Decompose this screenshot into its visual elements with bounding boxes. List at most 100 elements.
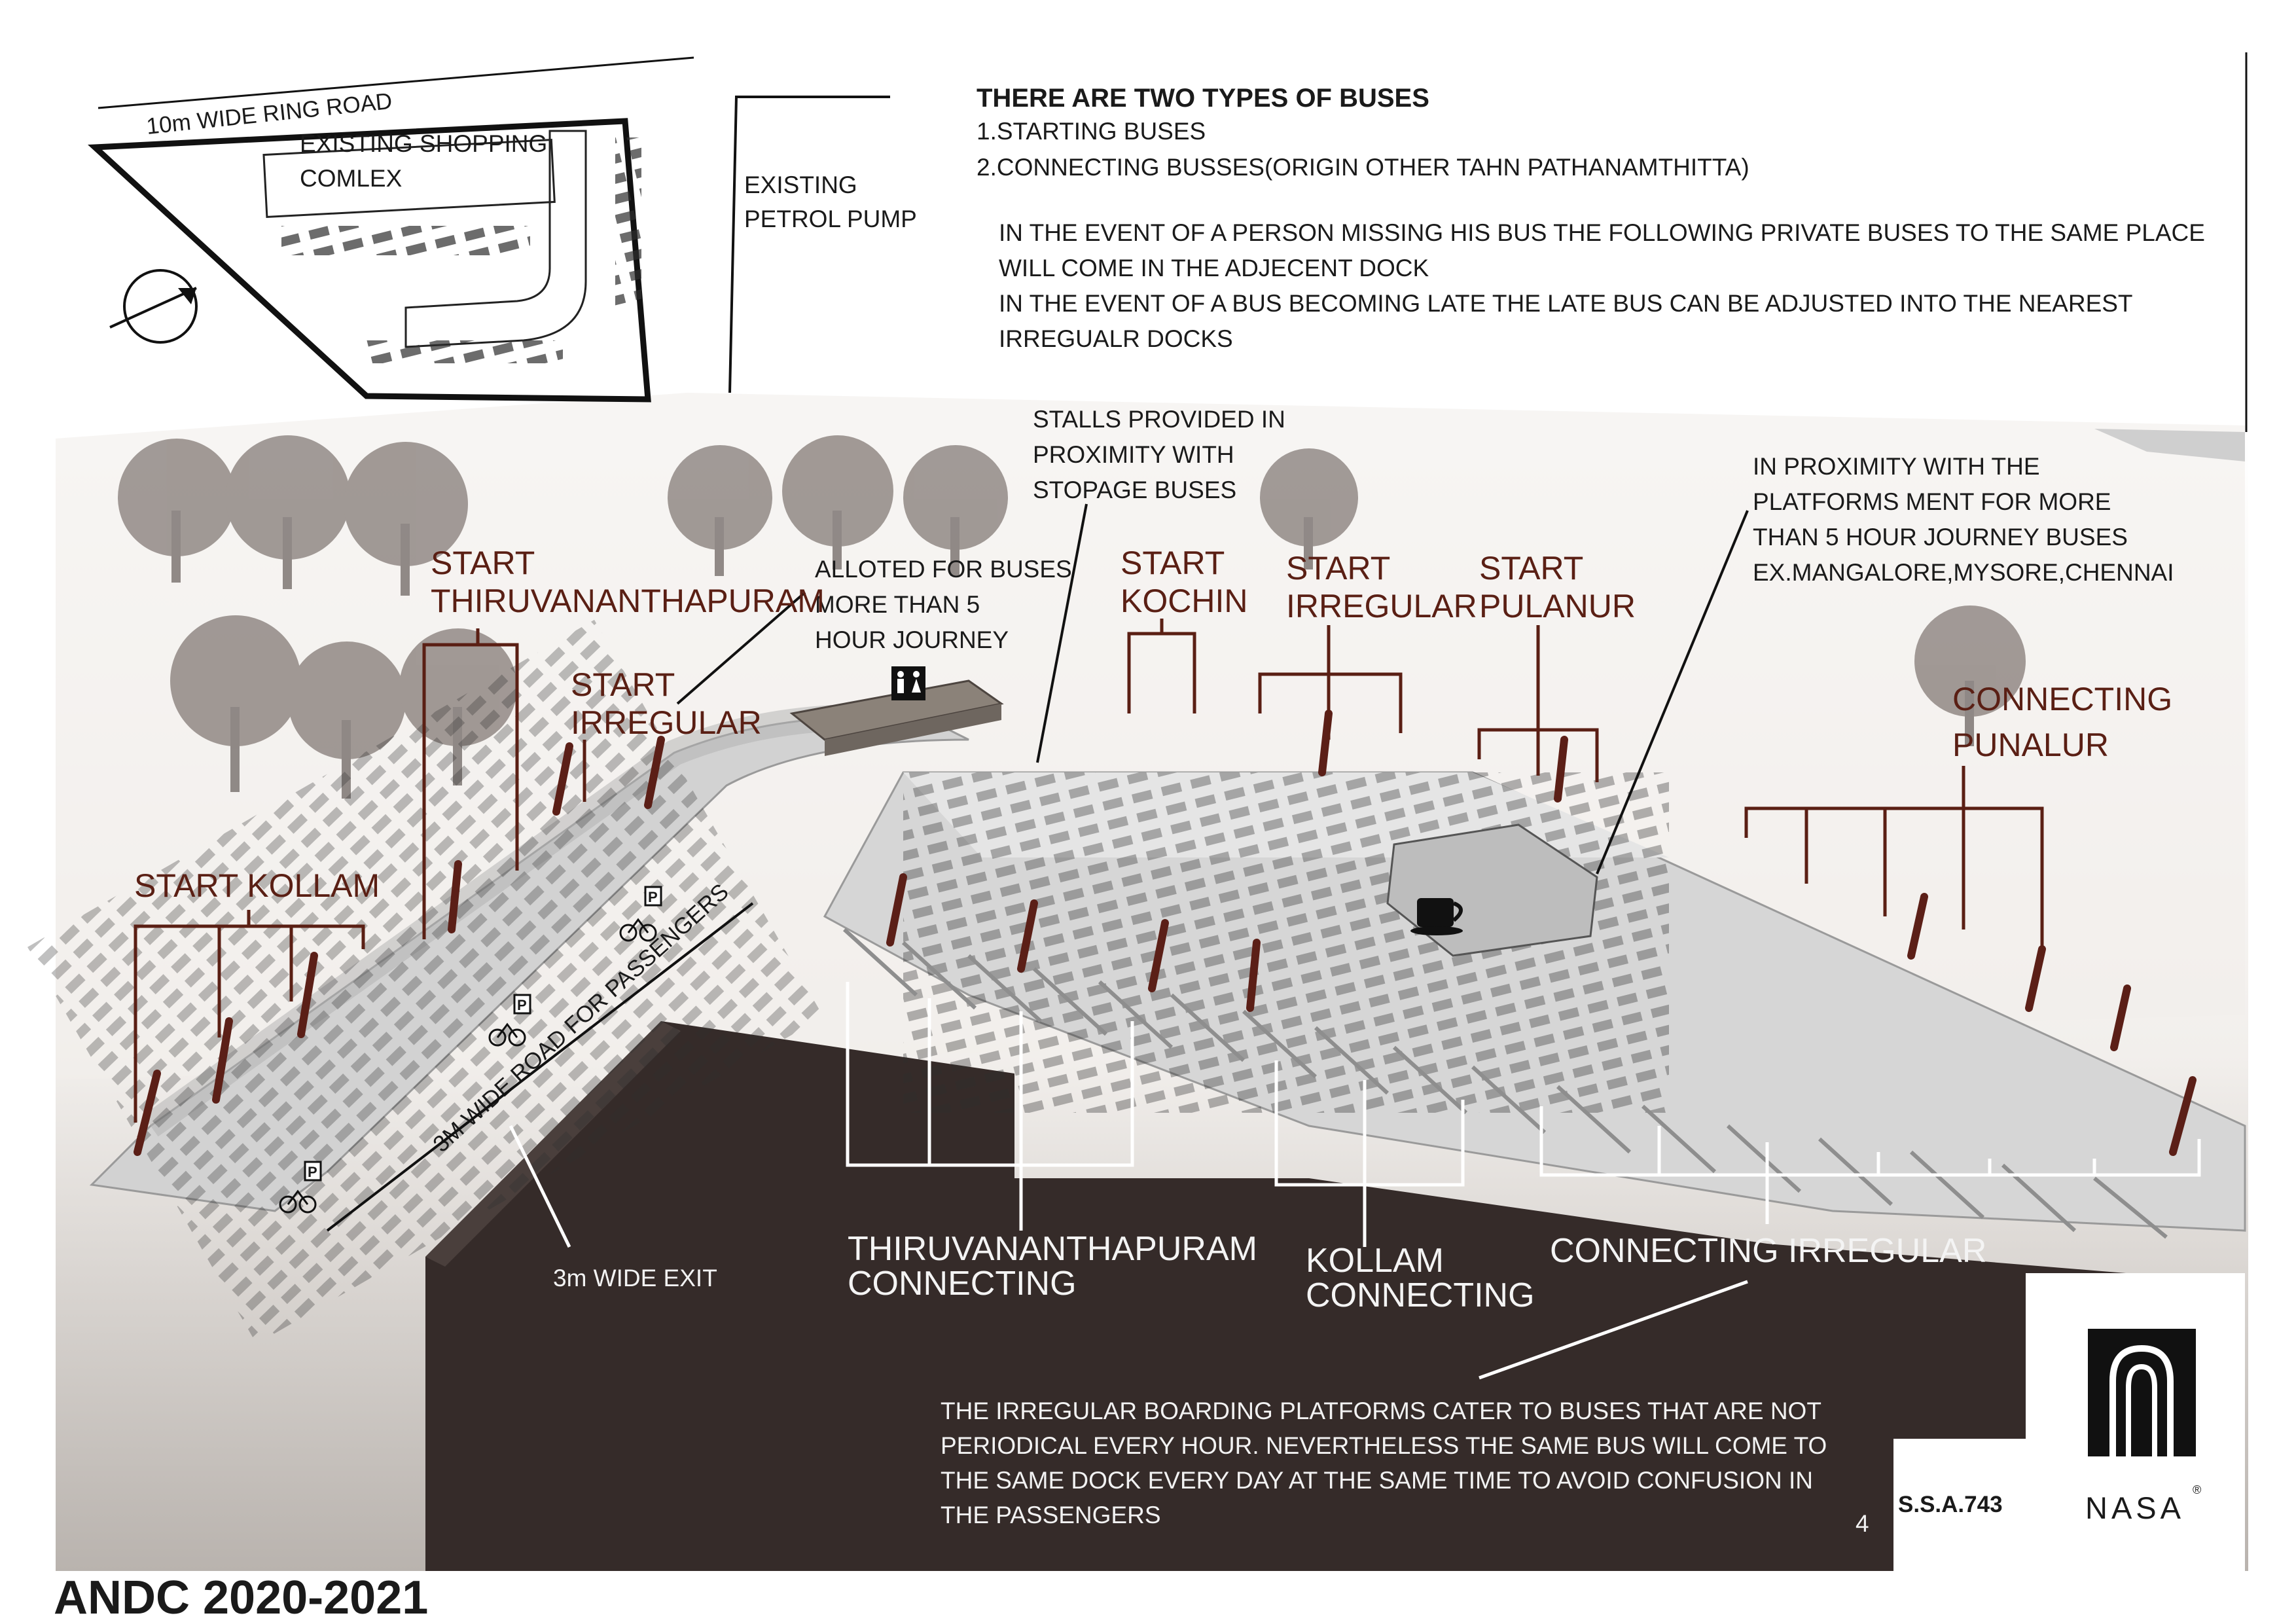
header-notes: THERE ARE TWO TYPES OF BUSES 1.STARTING … — [977, 84, 2205, 352]
event-line-1: IN THE EVENT OF A PERSON MISSING HIS BUS… — [999, 219, 2205, 246]
label-connecting-irregular: CONNECTING IRREGULAR — [1479, 1232, 1986, 1380]
svg-text:THE SAME DOCK EVERY DAY AT THE: THE SAME DOCK EVERY DAY AT THE SAME TIME… — [941, 1467, 1813, 1494]
event-line-3: IN THE EVENT OF A BUS BECOMING LATE THE … — [999, 290, 2133, 317]
svg-text:THIRUVANANTHAPURAM: THIRUVANANTHAPURAM — [431, 583, 825, 619]
svg-text:START KOLLAM: START KOLLAM — [134, 867, 380, 904]
compass-icon — [109, 269, 198, 344]
long-journey-callout: ALLOTED FOR BUSES MORE THAN 5 HOUR JOURN… — [676, 556, 1072, 705]
long-journey-line-1: ALLOTED FOR BUSES — [815, 556, 1072, 583]
svg-text:PULANUR: PULANUR — [1479, 588, 1636, 624]
parking-bicycle-1: P — [279, 1161, 322, 1214]
coffee-cup-icon — [1410, 898, 1463, 935]
shopping-label-1: EXISTING SHOPPING — [300, 130, 547, 157]
petrol-label-2: PETROL PUMP — [744, 206, 917, 232]
event-line-2: WILL COME IN THE ADJECENT DOCK — [999, 255, 1429, 281]
svg-text:IRREGULAR: IRREGULAR — [571, 704, 762, 741]
irregular-note: THE IRREGULAR BOARDING PLATFORMS CATER T… — [941, 1398, 1827, 1528]
svg-text:3m WIDE EXIT: 3m WIDE EXIT — [553, 1265, 717, 1291]
svg-text:KOLLAM: KOLLAM — [1306, 1242, 1444, 1280]
svg-text:IRREGULAR: IRREGULAR — [1286, 588, 1477, 624]
logo-text: NASA — [2085, 1490, 2185, 1525]
proximity-line-4: EX.MANGALORE,MYSORE,CHENNAI — [1753, 559, 2174, 586]
proximity-callout: IN PROXIMITY WITH THE PLATFORMS MENT FOR… — [1596, 453, 2174, 875]
bus-type-2: 2.CONNECTING BUSSES(ORIGIN OTHER TAHN PA… — [977, 154, 1749, 181]
parking-icon — [304, 1161, 322, 1182]
platform-terminal — [823, 771, 2246, 1239]
footer-title: ANDC 2020-2021 — [54, 1572, 428, 1624]
stalls-line-1: STALLS PROVIDED IN — [1033, 406, 1285, 433]
svg-text:THE PASSENGERS: THE PASSENGERS — [941, 1502, 1161, 1528]
proximity-line-1: IN PROXIMITY WITH THE — [1753, 453, 2040, 480]
bracket-tvm-connecting — [846, 982, 1134, 1231]
petrol-pump-marker: EXISTING PETROL PUMP — [728, 96, 917, 393]
tree-icon — [668, 445, 772, 576]
label-start-thiruvananthapuram: START THIRUVANANTHAPURAM — [422, 545, 825, 939]
parking-bicycle-3: P — [619, 886, 662, 942]
svg-text:CONNECTING: CONNECTING — [1952, 681, 2172, 717]
tree-icon — [118, 439, 236, 583]
parking-icon — [644, 886, 662, 907]
label-kollam-connecting: KOLLAM CONNECTING — [1306, 1242, 1535, 1314]
svg-text:START: START — [431, 545, 535, 581]
svg-text:CONNECTING: CONNECTING — [1306, 1276, 1535, 1314]
proximity-line-2: PLATFORMS MENT FOR MORE — [1753, 488, 2111, 515]
long-journey-line-3: HOUR JOURNEY — [815, 626, 1009, 653]
exit-callout: 3m WIDE EXIT — [509, 1125, 717, 1291]
tree-icon — [1914, 605, 2026, 746]
long-journey-line-2: MORE THAN 5 — [815, 591, 980, 618]
stalls-line-3: STOPAGE BUSES — [1033, 477, 1236, 503]
svg-text:PERIODICAL EVERY HOUR. NEVERTH: PERIODICAL EVERY HOUR. NEVERTHELESS THE … — [941, 1432, 1827, 1459]
svg-text:P: P — [308, 1164, 317, 1180]
platform-curved — [27, 619, 1004, 1344]
label-start-kochin: START KOCHIN — [1121, 545, 1247, 713]
cafe-building — [1386, 823, 1598, 957]
label-start-kollam: START KOLLAM — [134, 867, 380, 1123]
registered-mark: ® — [2193, 1483, 2201, 1496]
site-plan-inset: 10m WIDE RING ROAD EXISTING SHOPPING COM… — [88, 56, 694, 403]
petrol-label-1: EXISTING — [744, 171, 857, 198]
svg-text:P: P — [517, 997, 527, 1013]
svg-text:THIRUVANANTHAPURAM: THIRUVANANTHAPURAM — [848, 1230, 1257, 1268]
svg-text:PUNALUR: PUNALUR — [1952, 727, 2109, 763]
svg-text:START: START — [571, 666, 675, 703]
label-start-irregular-left: START IRREGULAR — [571, 666, 762, 802]
shopping-label-2: COMLEX — [300, 165, 402, 192]
dock-fingers — [842, 928, 2168, 1239]
bicycle-icon — [619, 918, 657, 942]
svg-text:CONNECTING IRREGULAR: CONNECTING IRREGULAR — [1550, 1232, 1986, 1270]
label-tvm-connecting: THIRUVANANTHAPURAM CONNECTING — [848, 1230, 1257, 1303]
tree-icon — [226, 435, 350, 589]
svg-text:KOCHIN: KOCHIN — [1121, 583, 1247, 619]
svg-text:START: START — [1479, 550, 1583, 586]
svg-text:THE IRREGULAR BOARDING PLATFOR: THE IRREGULAR BOARDING PLATFORMS CATER T… — [941, 1398, 1821, 1424]
bracket-kollam-connecting — [1274, 1060, 1465, 1247]
toilet-icon — [891, 666, 925, 700]
sheet-code: S.S.A.743 — [1898, 1492, 2003, 1517]
tree-icon — [782, 435, 893, 569]
event-line-4: IRREGUALR DOCKS — [999, 325, 1233, 352]
bracket-connecting-irregular — [1539, 1106, 2201, 1224]
nasa-logo-icon — [2088, 1329, 2196, 1456]
label-start-irregular-right: START IRREGULAR — [1258, 550, 1477, 740]
svg-text:START: START — [1286, 550, 1390, 586]
page-number: 4 — [1856, 1510, 1869, 1537]
bicycle-icon — [279, 1189, 317, 1214]
svg-text:CONNECTING: CONNECTING — [848, 1265, 1077, 1303]
svg-text:START: START — [1121, 545, 1225, 581]
bus-poles — [134, 710, 2197, 1156]
label-start-pulanur: START PULANUR — [1477, 550, 1636, 782]
tree-icon — [903, 445, 1008, 576]
proximity-line-3: THAN 5 HOUR JOURNEY BUSES — [1753, 524, 2128, 550]
tree-icon — [170, 615, 301, 792]
bus-type-1: 1.STARTING BUSES — [977, 118, 1206, 145]
tree-icon — [344, 442, 468, 596]
tree-icon — [1260, 448, 1358, 569]
stalls-callout: STALLS PROVIDED IN PROXIMITY WITH STOPAG… — [1033, 406, 1285, 763]
title-block: 4 S.S.A.743 NASA ® — [1856, 1273, 2245, 1578]
stalls-line-2: PROXIMITY WITH — [1033, 441, 1234, 468]
bicycle-icon — [488, 1022, 526, 1047]
svg-text:P: P — [648, 889, 658, 905]
parking-bicycle-2: P — [488, 994, 531, 1047]
label-connecting-punalur: CONNECTING PUNALUR — [1744, 681, 2172, 956]
